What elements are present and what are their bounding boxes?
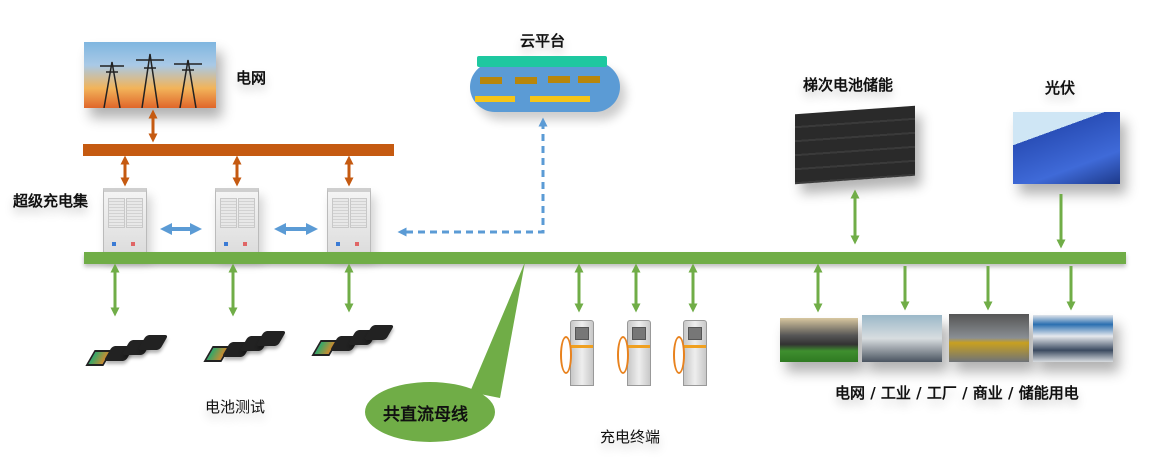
supercharging-cabinet [327, 188, 371, 255]
charging-terminal-label: 充电终端 [600, 428, 661, 446]
supercharging-cluster-label: 超级充电集 [13, 192, 89, 210]
grid-storage-site-image [780, 318, 858, 362]
photovoltaic-label: 光伏 [1045, 79, 1076, 97]
charging-terminal [673, 318, 713, 388]
grid-label: 电网 [236, 69, 267, 87]
charging-terminal [617, 318, 657, 388]
echelon-storage-label: 梯次电池储能 [803, 76, 894, 94]
industrial-workshop-image [862, 315, 942, 362]
commercial-control-room-image [1033, 315, 1113, 362]
charging-terminal [560, 318, 600, 388]
power-tower-icon [100, 53, 202, 109]
grid-transmission-image [84, 42, 216, 109]
cloud-platform-label: 云平台 [520, 32, 566, 50]
dc-bus-label: 共直流母线 [383, 405, 468, 425]
ac-link-arrows [120, 109, 354, 187]
factory-image [949, 314, 1029, 362]
ac-bus-bar [83, 144, 394, 156]
dc-bus-bar [84, 252, 1126, 264]
cloud-comm-link [397, 117, 548, 237]
battery-test-label: 电池测试 [205, 398, 266, 416]
consumers-label: 电网 / 工业 / 工厂 / 商业 / 储能用电 [835, 384, 1079, 402]
solar-panel-image [1013, 112, 1120, 184]
dc-link-arrows [110, 189, 1076, 317]
supercharging-cabinet [103, 188, 147, 255]
